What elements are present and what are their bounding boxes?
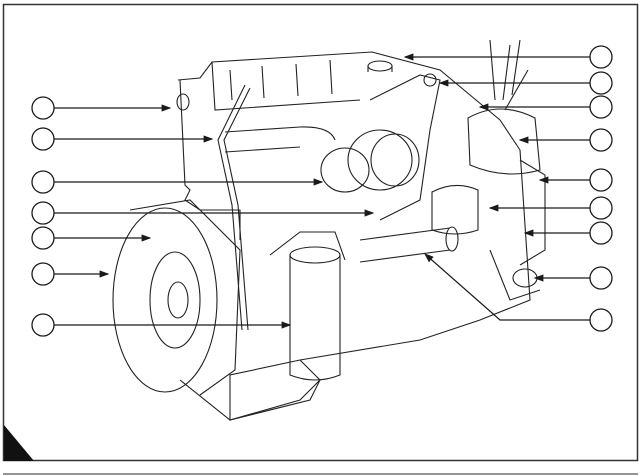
callout-group — [31, 45, 613, 337]
corner-triangle — [4, 425, 34, 461]
callout-circle-right-2 — [589, 71, 613, 95]
callout-circle-right-6 — [589, 196, 613, 220]
callout-circle-right-3 — [589, 95, 613, 119]
callout-circle-left-5 — [31, 226, 55, 250]
callout-circle-left-3 — [31, 170, 55, 194]
engine-drawing — [112, 39, 546, 421]
callout-circle-left-6 — [31, 262, 55, 286]
callout-circle-left-2 — [31, 127, 55, 151]
callout-circle-right-4 — [589, 128, 613, 152]
callout-circle-left-7 — [31, 313, 55, 337]
callout-circle-right-8 — [589, 266, 613, 290]
callout-circle-left-1 — [31, 96, 55, 120]
callout-circle-right-9 — [589, 308, 613, 332]
frame-border — [2, 3, 639, 462]
callout-circle-left-4 — [31, 201, 55, 225]
callout-circle-right-1 — [589, 45, 613, 69]
callout-circle-right-5 — [589, 168, 613, 192]
callout-circle-right-7 — [589, 221, 613, 245]
callout-leader-line — [424, 253, 590, 321]
